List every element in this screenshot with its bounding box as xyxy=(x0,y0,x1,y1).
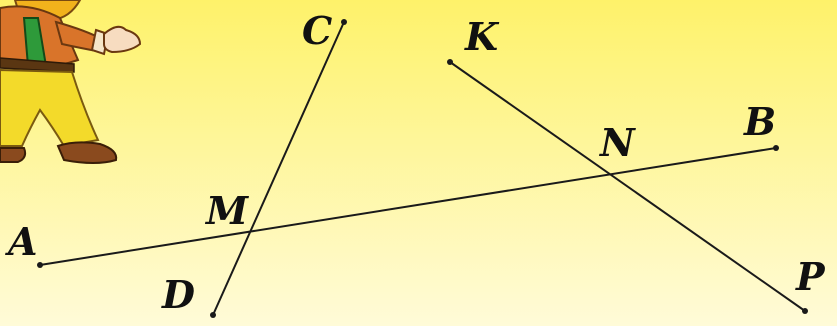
cartoon-boy-illustration xyxy=(0,0,142,164)
point-b xyxy=(773,145,779,151)
point-p xyxy=(802,308,808,314)
label-a: A xyxy=(5,219,37,264)
label-n: N xyxy=(599,120,636,165)
label-d: D xyxy=(161,272,195,317)
point-c xyxy=(341,19,347,25)
label-p: P xyxy=(795,254,826,299)
segment-ab xyxy=(39,147,777,266)
point-d xyxy=(210,312,216,318)
point-a xyxy=(37,262,43,268)
label-c: C xyxy=(302,8,332,53)
label-k: K xyxy=(464,14,500,59)
segment-kp xyxy=(449,61,806,312)
point-k xyxy=(447,59,453,65)
label-m: M xyxy=(204,188,249,233)
segment-cd xyxy=(212,21,345,316)
label-b: B xyxy=(743,99,776,144)
